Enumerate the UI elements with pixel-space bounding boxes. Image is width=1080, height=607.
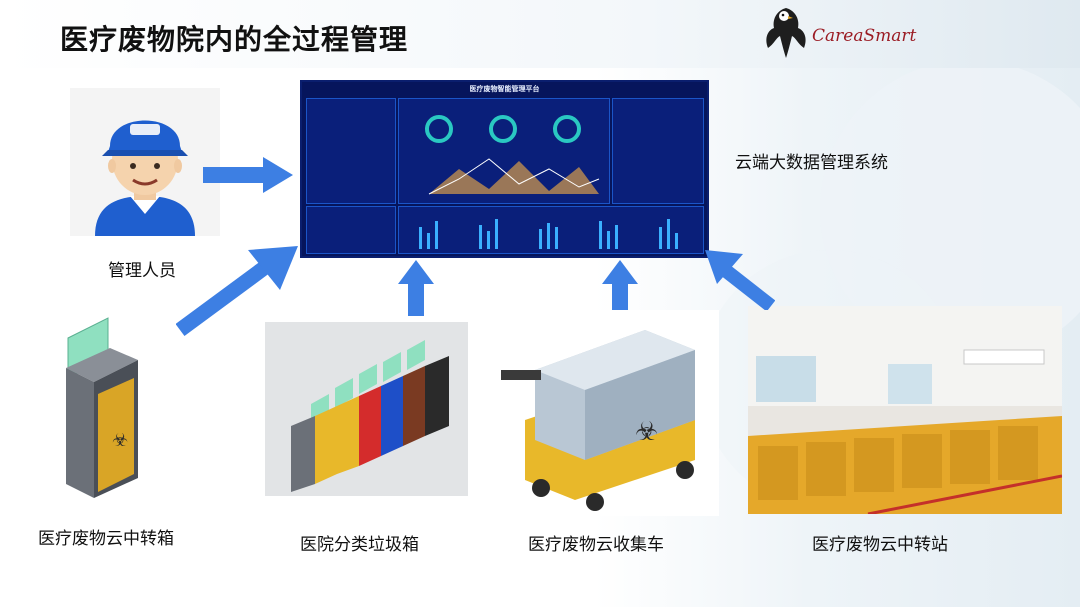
- arrow-up-icon: [602, 260, 638, 310]
- dashboard-title: 医疗废物智能管理平台: [469, 85, 540, 93]
- svg-text:☣: ☣: [112, 430, 128, 451]
- title-bar: 医疗废物院内的全过程管理 CareaSmart: [0, 0, 1080, 68]
- dashboard-right-panel: [612, 98, 704, 204]
- transfer-box-label: 医疗废物云中转箱: [38, 529, 174, 549]
- brand-logo: CareaSmart: [760, 4, 916, 60]
- sorting-bins-image: [265, 322, 468, 496]
- dashboard-label: 云端大数据管理系统: [735, 153, 888, 173]
- transfer-station-image: [748, 306, 1062, 514]
- arrow-up-icon: [398, 260, 434, 316]
- arrow-right-icon: [203, 157, 293, 193]
- arrow-up-right-icon: [176, 246, 298, 337]
- dashboard-left-panel: [306, 98, 396, 204]
- eagle-icon: [766, 8, 806, 58]
- brand-name: CareaSmart: [812, 26, 917, 46]
- dashboard-center-panel: [398, 98, 610, 204]
- dashboard-bottom-left-panel: [306, 206, 396, 254]
- dashboard-bottom-panel: [398, 206, 704, 254]
- transfer-station-label: 医疗废物云中转站: [812, 535, 948, 555]
- arrow-up-left-icon: [705, 250, 775, 310]
- sorting-bins-label: 医院分类垃圾箱: [300, 535, 419, 555]
- transfer-box-image: ☣: [38, 298, 178, 510]
- dashboard-screen: 医疗废物智能管理平台: [300, 80, 709, 258]
- collection-cart-image: ☣: [495, 310, 719, 516]
- collection-cart-label: 医疗废物云收集车: [528, 535, 664, 555]
- manager-label: 管理人员: [108, 261, 176, 281]
- slide-title: 医疗废物院内的全过程管理: [60, 23, 409, 56]
- svg-text:☣: ☣: [635, 417, 658, 447]
- manager-avatar: [70, 88, 220, 236]
